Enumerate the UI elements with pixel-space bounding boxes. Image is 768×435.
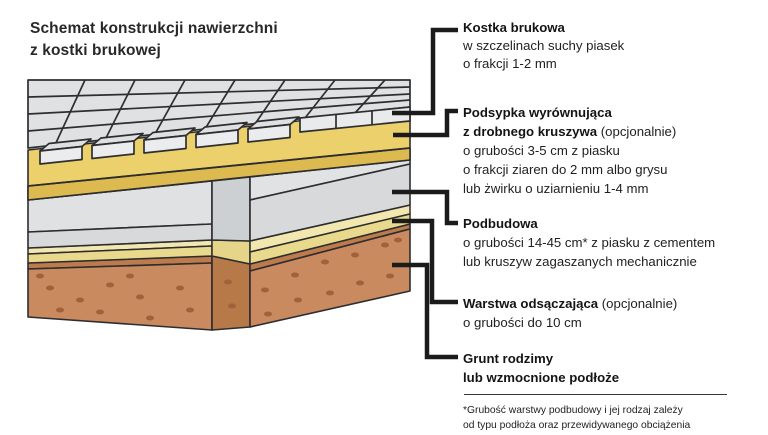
label-odsaczajaca-title-suffix: (opcjonalnie) <box>598 296 678 311</box>
label-podsypka-title2-suffix: (opcjonalnie) <box>597 124 677 139</box>
drainage-layer <box>27 204 411 265</box>
label-odsaczajaca-title-bold: Warstwa odsączająca <box>463 296 599 311</box>
label-warstwa-odsaczajaca: Warstwa odsączająca (opcjonalnie) o grub… <box>463 294 763 332</box>
label-podbudowa-title: Podbudowa <box>463 216 538 231</box>
label-podsypka-line1: o grubości 3-5 cm z piasku <box>463 143 620 158</box>
label-podbudowa: Podbudowa o grubości 14-45 cm* z piasku … <box>463 214 763 271</box>
paver-block <box>39 138 92 165</box>
subsoil-layer <box>27 223 411 331</box>
footnote: *Grubość warstwy podbudowy i jej rodzaj … <box>463 404 763 433</box>
label-podsypka-title: Podsypka wyrównująca <box>463 105 612 120</box>
paver-block <box>91 132 144 160</box>
label-podsypka-title2-bold: z drobnego kruszywa <box>463 124 598 139</box>
leader-podsypka <box>393 108 458 138</box>
label-podbudowa-line2: lub kruszyw zagaszanych mechanicznie <box>463 254 697 269</box>
leader-lines <box>392 27 458 360</box>
label-podsypka-line3: lub żwirku o uziarnieniu 1-4 mm <box>463 181 649 196</box>
label-kostka-title: Kostka brukowa <box>463 20 565 35</box>
footnote-line2: od typu podłoża oraz przewidywanego obci… <box>463 419 691 431</box>
subsoil-dots <box>36 237 402 321</box>
label-podsypka-line2: o frakcji ziaren do 2 mm albo grysu <box>463 162 668 177</box>
page-title-line2: z kostki brukowej <box>30 41 161 59</box>
pavers-grid <box>27 79 411 165</box>
footnote-line1: *Grubość warstwy podbudowy i jej rodzaj … <box>463 405 683 416</box>
leader-odsaczajaca <box>392 218 458 305</box>
base-course-layer <box>27 158 411 249</box>
page-title-line1: Schemat konstrukcji nawierzchni <box>30 20 278 37</box>
label-grunt-rodzimy: Grunt rodzimy lub wzmocnione podłoże <box>463 349 763 387</box>
label-grunt-title: Grunt rodzimy <box>463 351 554 366</box>
label-podsypka-title2: z drobnego kruszywa (opcjonalnie) <box>463 122 763 141</box>
label-odsaczajaca-line1: o grubości do 10 cm <box>463 315 582 330</box>
label-grunt-title2: lub wzmocnione podłoże <box>463 370 620 385</box>
page-title: Schemat konstrukcji nawierzchni z kostki… <box>30 18 278 61</box>
paver-block <box>195 121 248 149</box>
leader-grunt <box>392 262 458 360</box>
leader-podbudowa <box>392 189 458 226</box>
paver-block <box>247 116 300 143</box>
label-kostka-line1: w szczelinach suchy piasek <box>463 38 625 53</box>
label-odsaczajaca-title: Warstwa odsączająca (opcjonalnie) <box>463 294 763 313</box>
paver-block <box>143 127 196 154</box>
footnote-separator <box>464 394 727 395</box>
leader-kostka <box>392 27 458 116</box>
label-kostka-brukowa: Kostka brukowa w szczelinach suchy piase… <box>463 19 763 73</box>
label-podbudowa-line1: o grubości 14-45 cm* z piasku z cementem <box>463 235 716 250</box>
label-podsypka: Podsypka wyrównująca z drobnego kruszywa… <box>463 103 763 198</box>
label-kostka-line2: o frakcji 1-2 mm <box>463 56 557 71</box>
